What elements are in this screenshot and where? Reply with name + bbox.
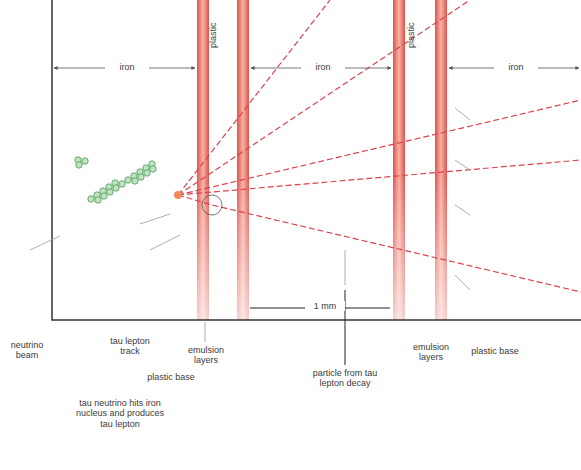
layer-label: emulsion layers [405,342,457,363]
neutrino-beam [75,157,156,203]
dimension-label: iron [494,62,538,72]
track-label: particle from tau lepton decay [300,368,390,389]
frame [52,0,581,320]
layer-label: plastic base [470,346,520,356]
emulsion-layer [197,0,447,320]
layer-label: plastic [406,22,416,48]
leader-line [30,108,470,342]
particle-track [178,0,581,292]
scale-bar [250,290,390,365]
interaction-point [174,191,182,199]
layer-label: plastic [208,22,218,48]
dimension-label: iron [105,62,149,72]
layer-label: plastic base [146,372,196,382]
decay-circle [202,195,222,215]
track-label: tau lepton track [100,336,160,357]
beam-label: neutrino beam [2,340,52,361]
scale-label: 1 mm [305,301,345,311]
note-label: tau neutrino hits iron nucleus and produ… [70,398,170,429]
layer-label: emulsion layers [180,345,232,366]
dimension-label: iron [301,62,345,72]
